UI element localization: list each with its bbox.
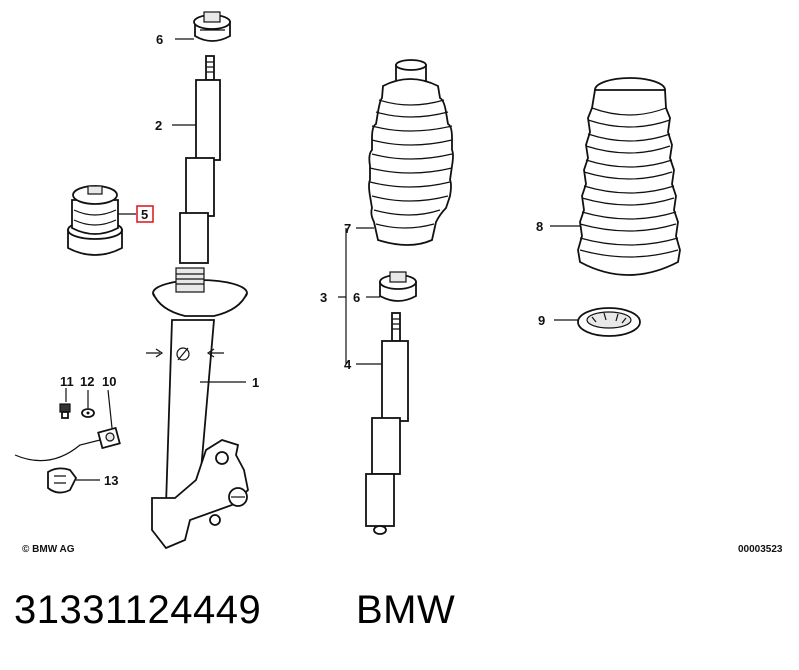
washer-part[interactable] <box>81 408 95 418</box>
strut-mount-cap-part[interactable] <box>193 11 231 42</box>
drawing-number: 00003523 <box>738 544 783 555</box>
leader-10 <box>107 389 113 429</box>
seal-ring-part[interactable] <box>577 307 641 337</box>
callout-13: 13 <box>104 473 118 488</box>
callout-3: 3 <box>320 290 327 305</box>
group-bracket-3 <box>338 228 347 364</box>
callout-6b: 6 <box>353 290 360 305</box>
part-number: 31331124449 <box>14 588 262 632</box>
shock-absorber-part[interactable] <box>365 312 409 535</box>
callout-5[interactable]: 5 <box>141 207 148 222</box>
callout-6a: 6 <box>156 32 163 47</box>
callout-10: 10 <box>102 374 116 389</box>
brand-name: BMW <box>356 588 456 632</box>
callout-11: 11 <box>60 374 74 389</box>
callout-9: 9 <box>538 313 545 328</box>
callout-2: 2 <box>155 118 162 133</box>
strut-mount-cap-part-2[interactable] <box>379 271 417 302</box>
strut-housing-part[interactable] <box>146 267 249 550</box>
callout-7: 7 <box>344 221 351 236</box>
clip-part[interactable] <box>47 467 78 494</box>
callout-1: 1 <box>252 375 259 390</box>
callout-4: 4 <box>344 357 352 372</box>
bump-stop-part[interactable] <box>67 185 123 256</box>
parts-diagram: 6 2 5 1 <box>14 11 783 555</box>
callout-5-highlight-box <box>136 205 154 223</box>
callout-8: 8 <box>536 219 543 234</box>
shock-rod-part[interactable] <box>179 55 221 264</box>
callout-12: 12 <box>80 374 94 389</box>
copyright-text: © BMW AG <box>22 544 75 555</box>
wear-sensor-part[interactable] <box>14 426 121 462</box>
protection-tube-part[interactable] <box>577 77 681 276</box>
bolt-part[interactable] <box>59 403 71 419</box>
dust-boot-part[interactable] <box>368 59 454 246</box>
